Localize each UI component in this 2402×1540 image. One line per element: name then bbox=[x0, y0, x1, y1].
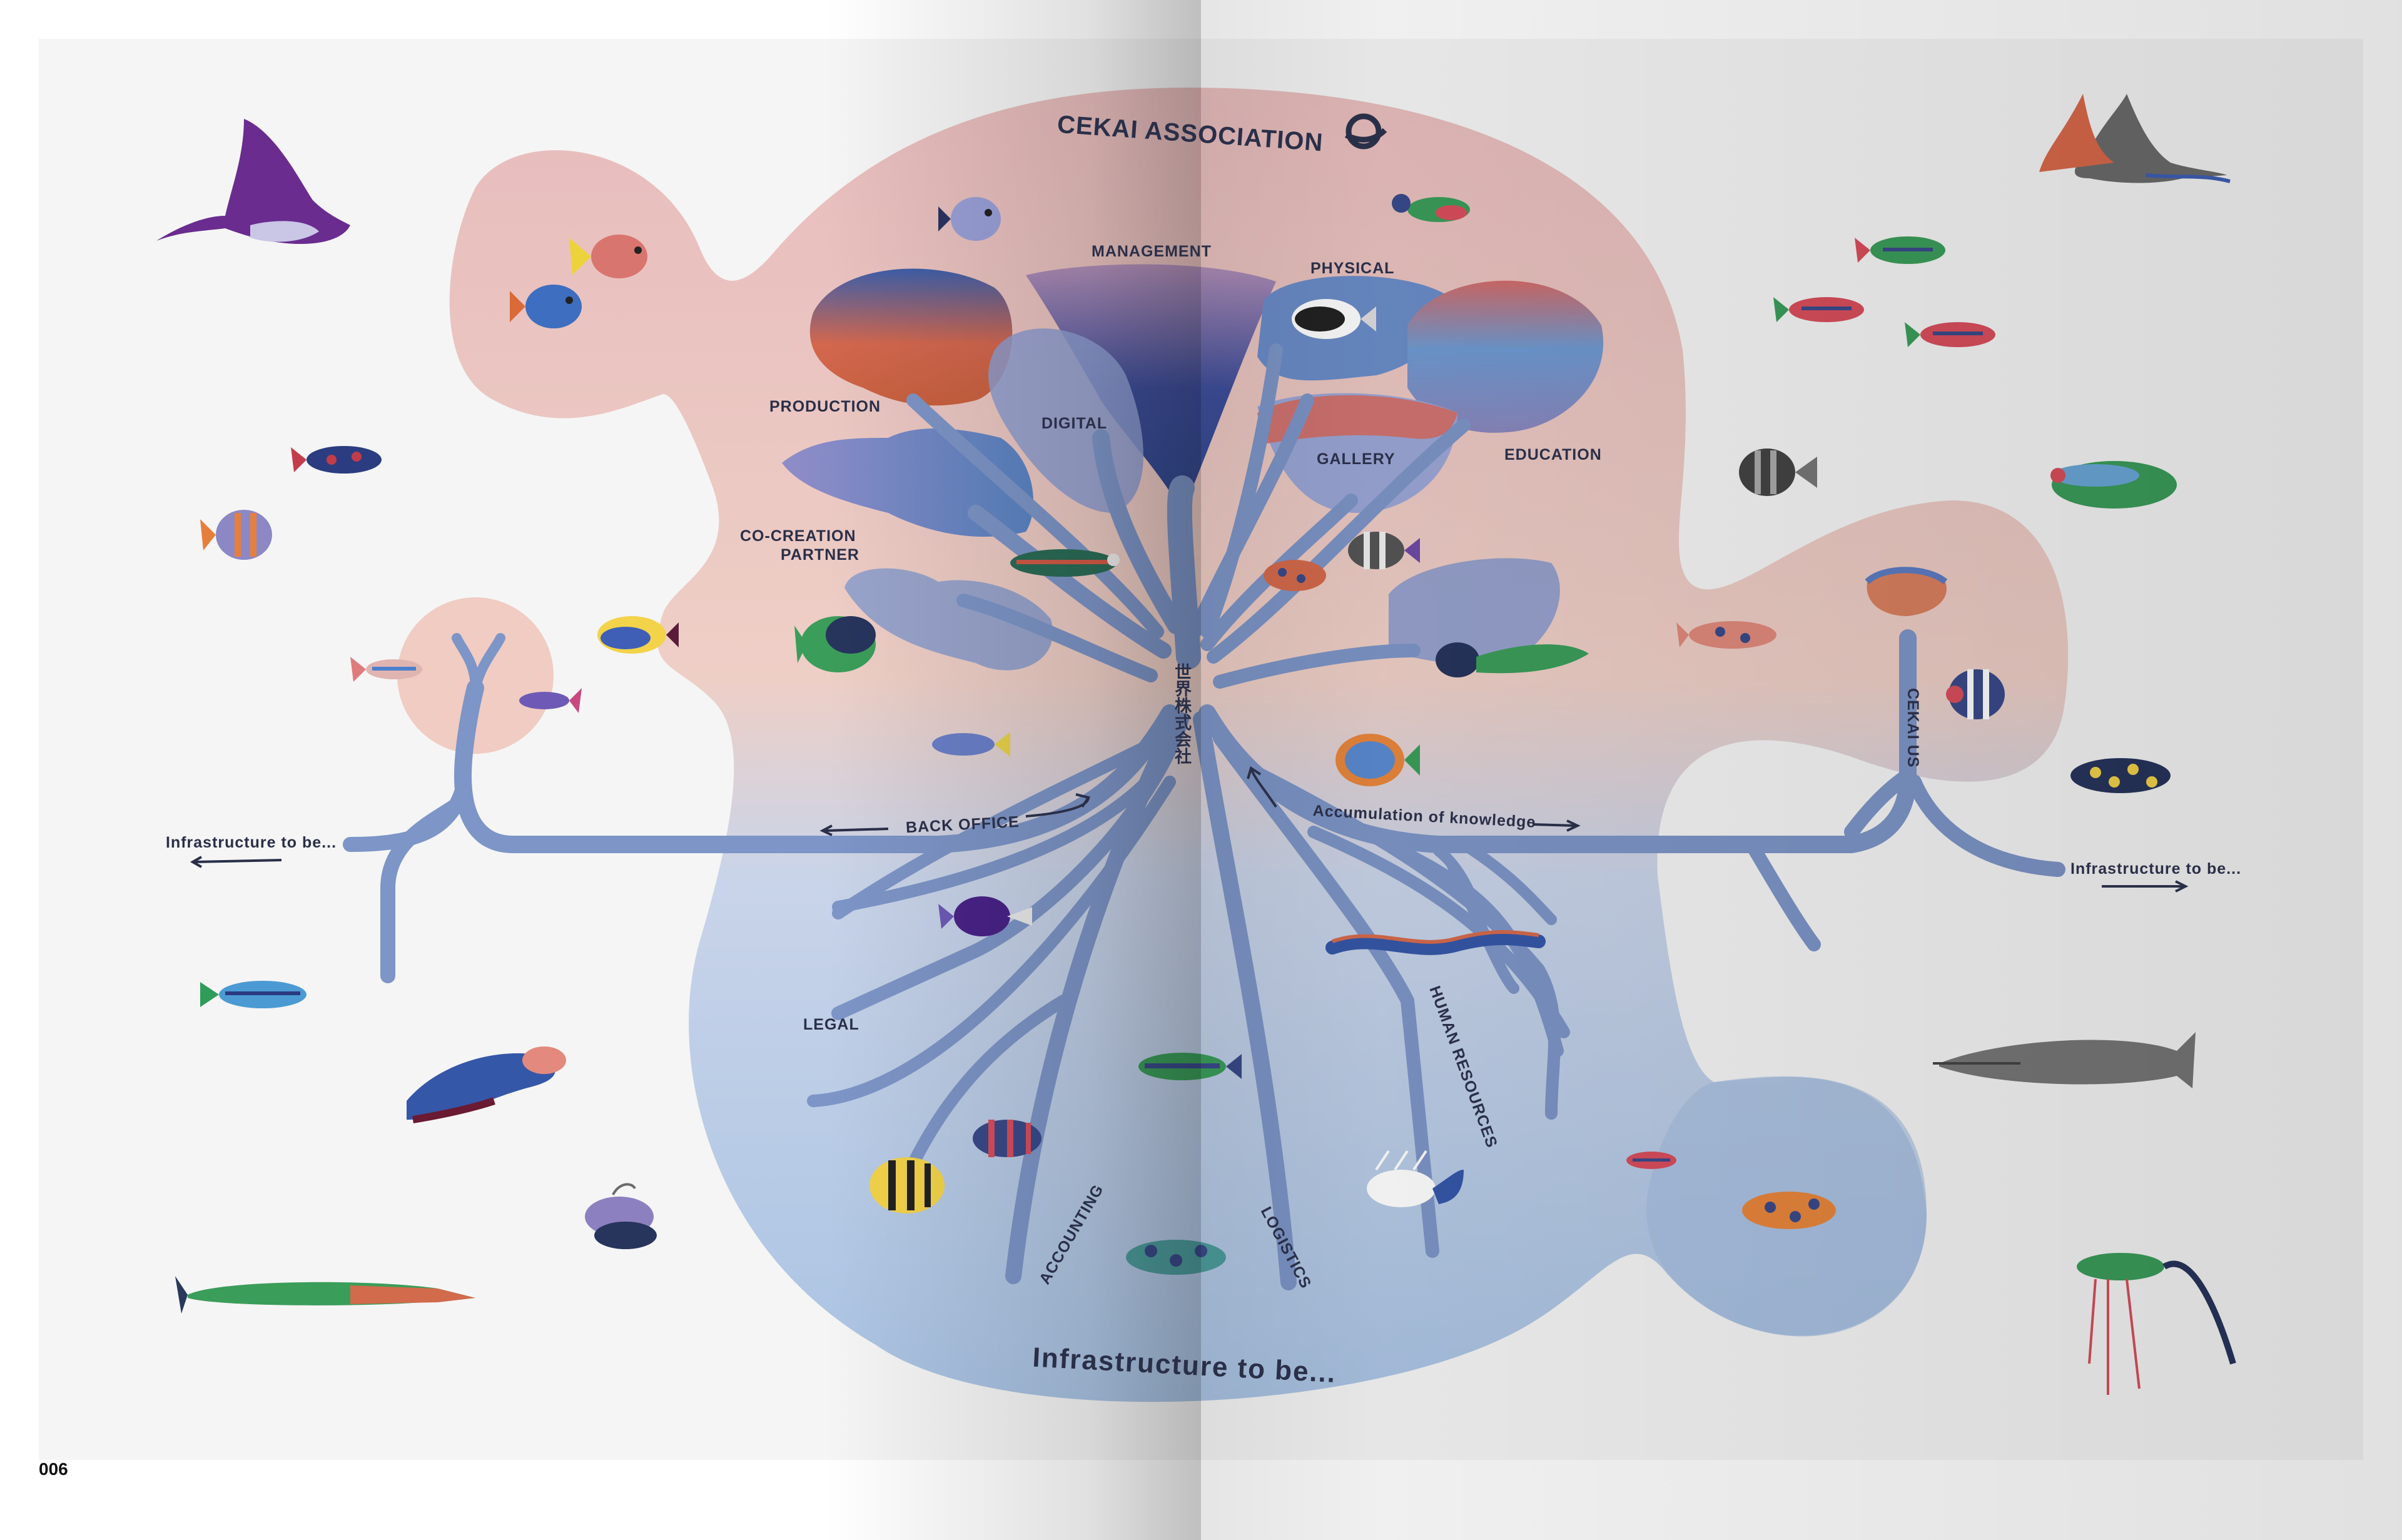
guppy-icon bbox=[350, 657, 422, 682]
digital-label: DIGITAL bbox=[1041, 415, 1107, 432]
co-creation-label-line1: CO-CREATION bbox=[740, 527, 856, 545]
infrastructure-right-label: Infrastructure to be... bbox=[2070, 860, 2241, 878]
octopus-icon bbox=[407, 1046, 566, 1123]
physical-label: PHYSICAL bbox=[1310, 260, 1394, 277]
gallery-label: GALLERY bbox=[1317, 450, 1396, 468]
management-label: MANAGEMENT bbox=[1092, 243, 1212, 260]
co-creation-label-line2: PARTNER bbox=[781, 546, 859, 564]
clownfish-icon bbox=[200, 510, 272, 560]
education-label: EDUCATION bbox=[1504, 446, 1602, 464]
center-label: 世界株式会社 bbox=[1172, 663, 1192, 764]
blue-tang-icon bbox=[510, 285, 582, 328]
cekai-us-label: CEKAI US bbox=[1904, 688, 1922, 767]
infrastructure-left-label: Infrastructure to be... bbox=[166, 834, 337, 851]
right-page-shade bbox=[1201, 0, 2402, 1540]
striped-fish-icon bbox=[200, 981, 307, 1008]
logo-icon bbox=[1344, 113, 1387, 149]
center-fold-shadow bbox=[826, 0, 1201, 1540]
small-guppy-icon bbox=[519, 688, 582, 713]
production-label: PRODUCTION bbox=[769, 398, 881, 415]
yellow-fish-icon bbox=[597, 616, 679, 654]
page-number: 006 bbox=[39, 1459, 68, 1479]
tropical-fish-icon bbox=[569, 235, 647, 278]
spotted-fish-icon bbox=[291, 446, 382, 474]
arrows bbox=[190, 766, 2189, 893]
needlefish-icon bbox=[175, 1276, 475, 1314]
legal-label: LEGAL bbox=[803, 1016, 859, 1033]
anglerfish-icon bbox=[585, 1183, 657, 1249]
manta-ray-icon bbox=[156, 119, 350, 244]
